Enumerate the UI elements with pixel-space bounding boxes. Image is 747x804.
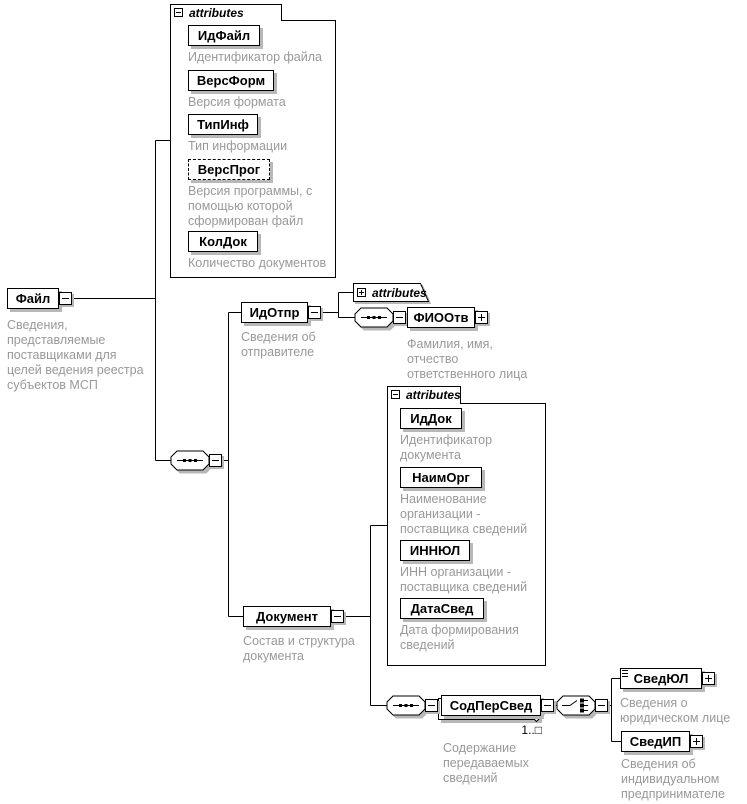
attribute-desc-koldok: Количество документов bbox=[188, 256, 327, 270]
element-desc-fiootv: Фамилия, имя, отчество ответственного ли… bbox=[407, 337, 528, 381]
choice-icon bbox=[556, 695, 599, 719]
element-box-fajl[interactable]: Файл bbox=[7, 288, 59, 309]
attribute-box-datasved[interactable]: ДатаСвед bbox=[400, 598, 484, 619]
attribute-box-versprog-optional[interactable]: ВерсПрог bbox=[188, 159, 270, 180]
element-box-dokument[interactable]: Документ bbox=[243, 606, 331, 627]
collapse-icon[interactable] bbox=[391, 390, 400, 399]
document-attributes-container bbox=[387, 386, 546, 666]
element-box-fiootv[interactable]: ФИООтв bbox=[407, 307, 475, 328]
collapse-toggle[interactable] bbox=[595, 699, 608, 712]
attribute-desc-idfajl: Идентификатор файла bbox=[188, 50, 322, 64]
element-box-idotpr[interactable]: ИдОтпр bbox=[241, 302, 308, 323]
sequence-icon bbox=[386, 695, 429, 719]
element-desc-idotpr: Сведения об отправителе bbox=[241, 330, 316, 359]
attribute-desc-naimorg: Наименование организации - поставщика св… bbox=[400, 492, 528, 536]
collapse-icon[interactable] bbox=[174, 8, 183, 17]
collapse-toggle[interactable] bbox=[425, 699, 438, 712]
expand-toggle[interactable] bbox=[690, 735, 703, 748]
element-desc-svedyul: Сведения о юридическом лице bbox=[620, 696, 731, 725]
element-desc-sodpersved: Содержание передаваемых сведений bbox=[443, 741, 529, 785]
sender-attributes-tab bbox=[353, 283, 430, 302]
attribute-box-versform[interactable]: ВерсФорм bbox=[188, 70, 274, 91]
attribute-desc-iddok: Идентификатор документа bbox=[400, 433, 493, 462]
collapse-toggle[interactable] bbox=[393, 311, 406, 324]
collapse-toggle[interactable] bbox=[541, 699, 554, 712]
attribute-desc-versform: Версия формата bbox=[188, 95, 286, 109]
collapse-toggle[interactable] bbox=[209, 454, 222, 467]
attribute-box-innyul[interactable]: ИННЮЛ bbox=[400, 540, 470, 561]
tree-lines bbox=[72, 140, 621, 742]
attribute-desc-versprog: Версия программы, с помощью которой сфор… bbox=[188, 184, 313, 228]
occurrence-label: 1..□ bbox=[521, 723, 542, 737]
element-desc-svedip: Сведения об индивидуальном предпринимате… bbox=[621, 757, 725, 801]
element-box-svedyul[interactable]: СведЮЛ bbox=[620, 668, 702, 689]
element-desc-dokument: Состав и структура документа bbox=[243, 634, 355, 663]
element-box-svedip[interactable]: СведИП bbox=[621, 731, 690, 752]
attribute-box-tipinf[interactable]: ТипИнф bbox=[188, 114, 258, 135]
annotation-lines-icon bbox=[622, 670, 628, 677]
element-desc-fajl: Сведения, представляемые поставщиками дл… bbox=[7, 318, 144, 392]
expand-toggle[interactable] bbox=[475, 311, 488, 324]
collapse-toggle[interactable] bbox=[59, 292, 72, 305]
file-attributes-tab-label: attributes bbox=[189, 6, 244, 20]
expand-toggle[interactable] bbox=[702, 672, 715, 685]
attribute-desc-datasved: Дата формирования сведений bbox=[400, 623, 519, 652]
document-attributes-tab-label: attributes bbox=[406, 388, 461, 402]
attribute-box-iddok[interactable]: ИдДок bbox=[400, 408, 462, 429]
attribute-box-idfajl[interactable]: ИдФайл bbox=[188, 25, 260, 46]
attribute-desc-tipinf: Тип информации bbox=[188, 139, 288, 153]
element-box-sodpersved[interactable]: СодПерСвед bbox=[441, 695, 541, 716]
attribute-box-naimorg[interactable]: НаимОрг bbox=[400, 467, 482, 488]
sequence-icon bbox=[170, 450, 213, 474]
sequence-icon bbox=[354, 307, 397, 331]
collapse-toggle[interactable] bbox=[331, 610, 344, 623]
attribute-box-koldok[interactable]: КолДок bbox=[188, 231, 258, 252]
sender-attributes-tab-label: attributes bbox=[372, 286, 427, 300]
expand-icon[interactable] bbox=[357, 288, 366, 297]
collapse-toggle[interactable] bbox=[308, 306, 321, 319]
attribute-desc-innyul: ИНН организации - поставщика сведений bbox=[400, 565, 528, 594]
